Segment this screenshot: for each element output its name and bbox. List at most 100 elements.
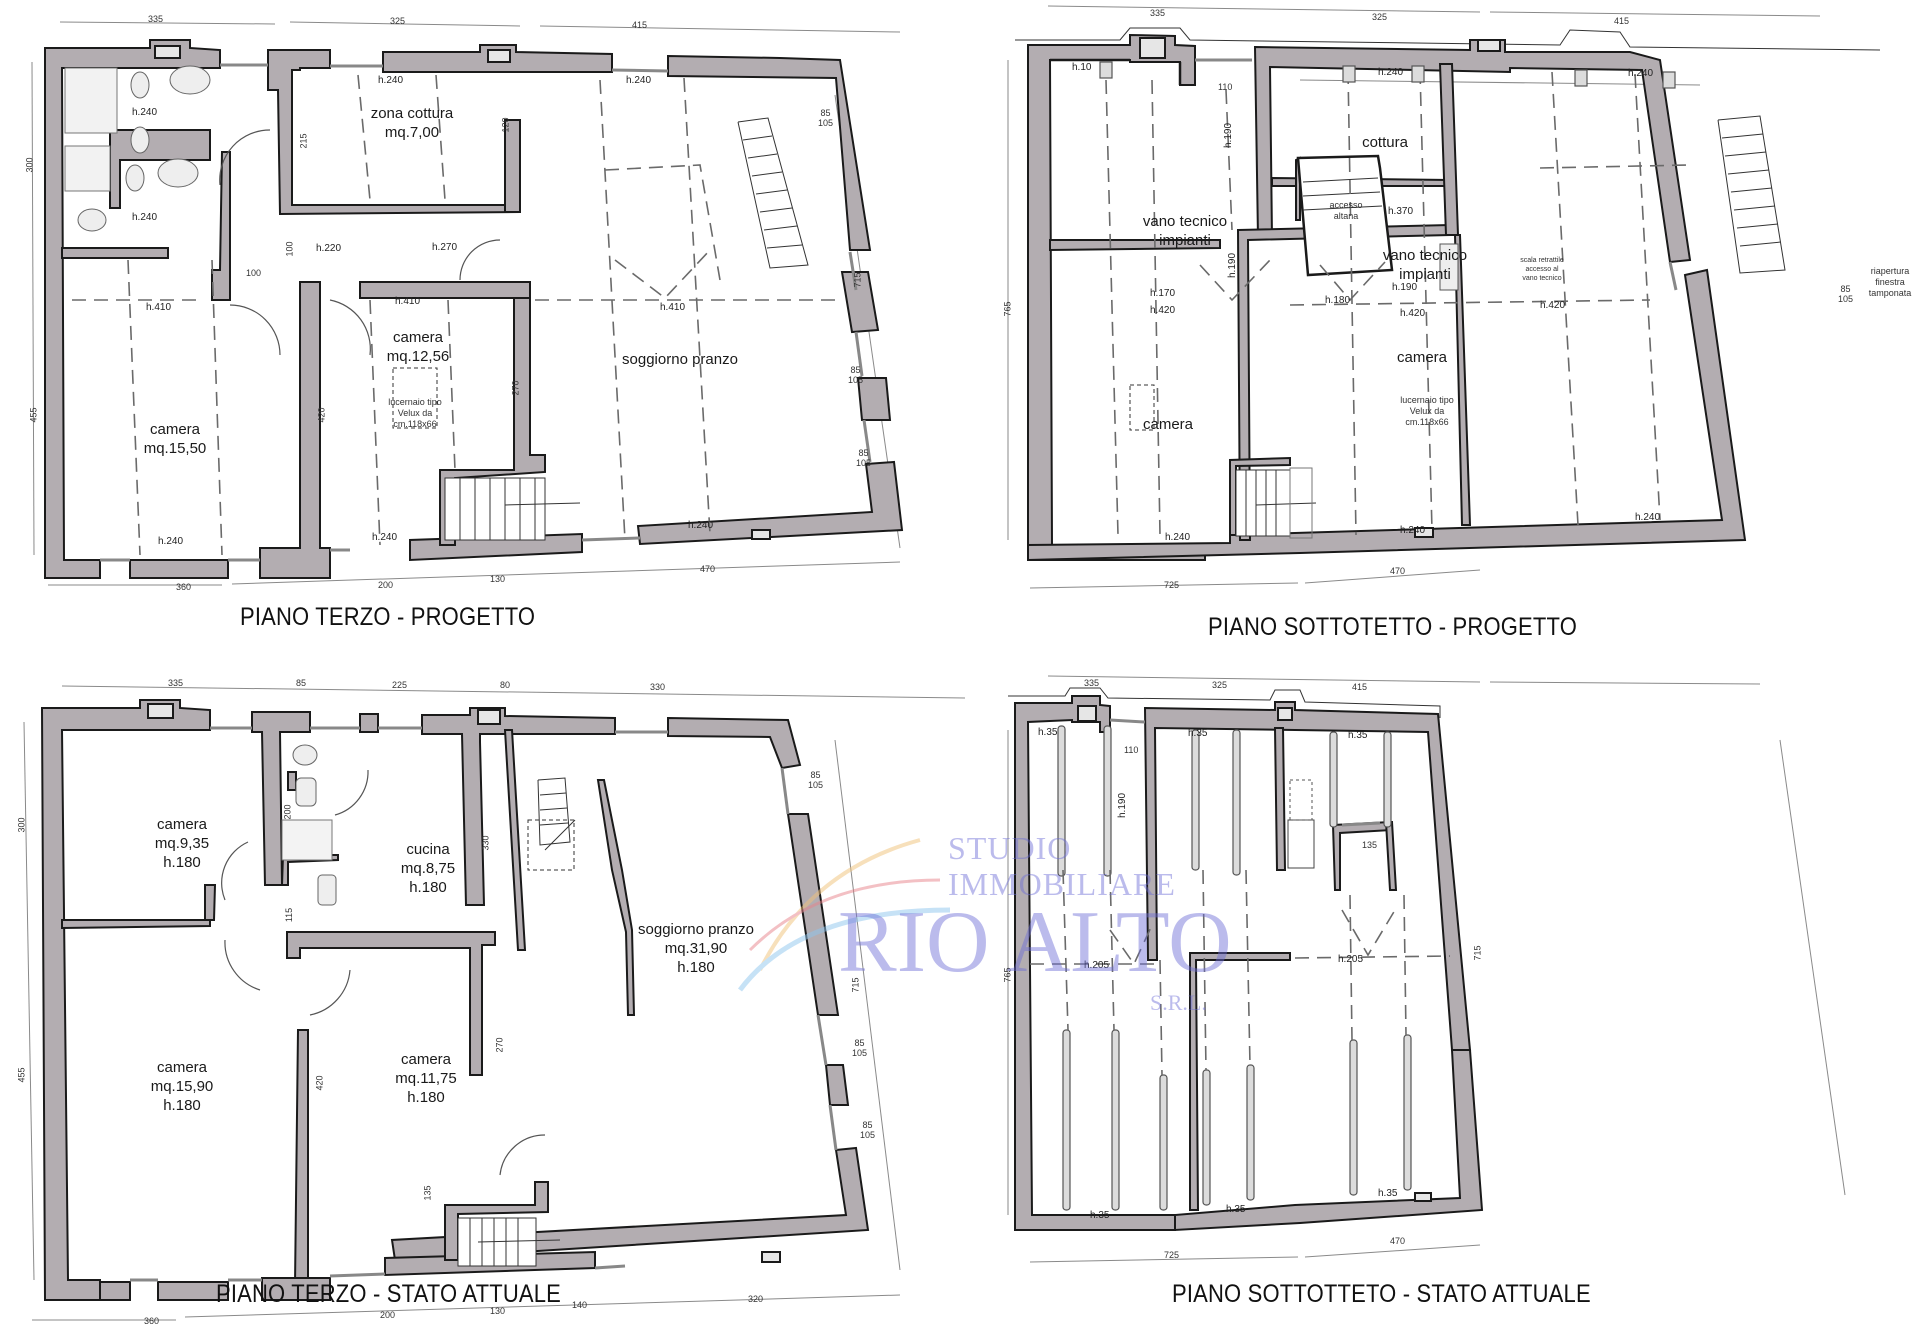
plan-title: PIANO SOTTOTTETO - STATO ATTUALE <box>1172 1280 1591 1308</box>
height-label: h.420 <box>1400 308 1426 319</box>
dimension-label: 455 <box>28 407 39 423</box>
height-label: h.35 <box>1348 730 1368 741</box>
dimension-label: 325 <box>1212 680 1228 690</box>
plan-piano-sottotteto-stato-attuale: h.35 h.35 h.35 h.190 h.205 h.205 h.35 h.… <box>1000 670 1920 1323</box>
height-label: h.190 <box>1227 252 1239 279</box>
room-name: camera <box>1396 349 1448 366</box>
height-label: h.190 <box>1117 792 1129 819</box>
height-label: h.410 <box>395 296 421 307</box>
dimension-label: 325 <box>1372 12 1388 22</box>
dimension-label: 200 <box>282 804 293 820</box>
dimension-label: 470 <box>1390 566 1406 576</box>
dimension-label: 470 <box>1390 1236 1406 1246</box>
height-label: h.240 <box>1635 512 1661 523</box>
dimension-label: 335 <box>1084 678 1100 688</box>
dimension-label: 330 <box>650 682 666 692</box>
height-label: h.170 <box>1150 288 1176 299</box>
dimension-label: 335 <box>168 678 184 688</box>
dimension-label: 415 <box>632 20 648 30</box>
plan-title: PIANO SOTTOTETTO - PROGETTO <box>1208 613 1578 641</box>
watermark-text: RIO ALTO <box>838 894 1232 991</box>
dimension-label: 360 <box>176 582 192 592</box>
dimension-label: 110 <box>1218 82 1233 92</box>
dimension-label: 100 <box>246 268 262 278</box>
dimension-label: 120 <box>500 117 511 133</box>
height-label: h.370 <box>1388 206 1414 217</box>
height-label: h.190 <box>1223 122 1235 149</box>
dimension-label: 330 <box>480 835 491 851</box>
floorplan-drawing <box>31 21 904 586</box>
plan-title: PIANO TERZO - STATO ATTUALE <box>216 1280 562 1308</box>
dimension-label: 470 <box>700 564 716 574</box>
height-label: h.35 <box>1378 1188 1398 1199</box>
dimension-label: 110 <box>1124 745 1139 755</box>
dimension-label: 225 <box>392 680 408 690</box>
dimension-label: 300 <box>16 817 27 833</box>
floorplan-drawing <box>23 685 966 1321</box>
dimension-label: 415 <box>1614 16 1630 26</box>
dimension-label: 85 <box>296 678 307 688</box>
dimension-label: 765 <box>1002 301 1013 317</box>
room-name: accesso altana <box>1329 200 1363 221</box>
dimension-label: 140 <box>572 1300 588 1310</box>
room-label: vano tecnico impianti <box>1382 247 1468 283</box>
dimension-label: 725 <box>1164 1250 1180 1260</box>
dimension-label: 325 <box>390 16 406 26</box>
dimension-label: 320 <box>748 1294 764 1304</box>
dimension-label: 725 <box>1164 580 1180 590</box>
dimension-label: 135 <box>1362 840 1378 850</box>
height-label: h.35 <box>1090 1210 1110 1221</box>
height-label: h.205 <box>1338 954 1364 965</box>
height-label: h.180 <box>1325 295 1351 306</box>
height-label: h.240 <box>158 536 184 547</box>
height-label: h.35 <box>1188 728 1208 739</box>
floorplan-drawing <box>1007 675 1846 1263</box>
plan-piano-sottotetto-progetto: cottura vano tecnico impianti vano tecni… <box>1000 0 1920 650</box>
dimension-label: 335 <box>148 14 164 24</box>
height-label: h.410 <box>146 302 172 313</box>
height-label: h.240 <box>132 212 158 223</box>
dimension-label: 455 <box>16 1067 27 1083</box>
height-label: h.420 <box>1150 305 1176 316</box>
dimension-label: 335 <box>1150 8 1166 18</box>
watermark-text: STUDIO <box>948 830 1072 866</box>
dimension-label: 130 <box>490 574 506 584</box>
dimension-label: 360 <box>144 1316 160 1326</box>
height-label: h.240 <box>372 532 398 543</box>
room-label: soggiorno pranzo <box>600 350 760 369</box>
dimension-label: 270 <box>494 1037 505 1053</box>
height-label: h.35 <box>1038 727 1058 738</box>
height-label: h.35 <box>1226 1204 1246 1215</box>
dimension-label: 415 <box>1352 682 1368 692</box>
height-label: h.10 <box>1072 62 1092 73</box>
watermark-swoosh-icon <box>738 838 951 992</box>
dimension-label: 200 <box>378 580 394 590</box>
watermark-text: S.R.L. <box>1150 990 1207 1015</box>
dimension-label: 135 <box>422 1185 433 1201</box>
height-label: h.240 <box>378 75 404 86</box>
plan-title: PIANO TERZO - PROGETTO <box>240 603 536 631</box>
height-label: h.240 <box>1400 525 1426 536</box>
height-label: h.420 <box>1540 300 1566 311</box>
height-label: h.410 <box>660 302 686 313</box>
room-name: soggiorno pranzo <box>622 351 738 368</box>
height-label: h.240 <box>688 520 714 531</box>
dimension-label: 130 <box>490 1306 506 1316</box>
dimension-label: 215 <box>298 133 309 149</box>
height-label: h.270 <box>432 242 458 253</box>
room-area: mq.12,56 <box>386 348 450 365</box>
